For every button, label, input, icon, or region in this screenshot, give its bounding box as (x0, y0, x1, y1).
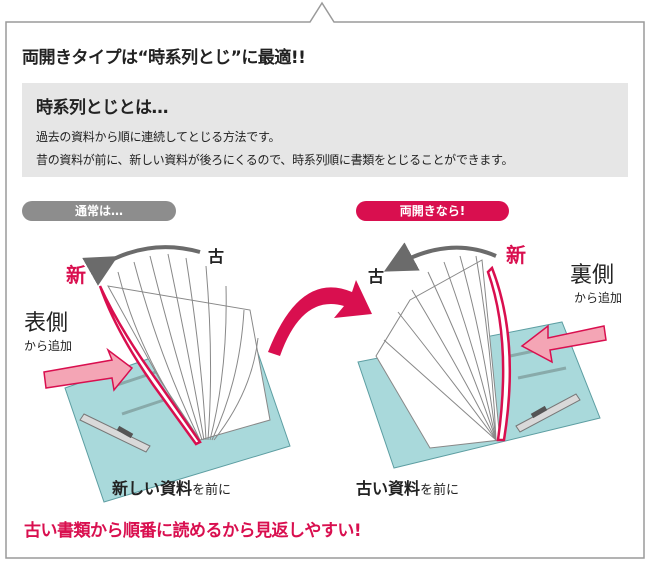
double-label-new: 新 (506, 243, 526, 267)
back-add-arrow (520, 324, 607, 364)
double-side-label: 裏側 (570, 263, 614, 288)
front-add-arrow (43, 347, 134, 392)
definition-box: 時系列とじとは… 過去の資料から順に連続してとじる方法です。 昔の資料が前に、新… (22, 83, 628, 177)
double-new-page (486, 265, 512, 442)
normal-binder-illustration (43, 245, 291, 503)
normal-caption: 新しい資料を前に (112, 475, 231, 499)
normal-page-flip-arrow (82, 245, 201, 286)
transition-arrow (268, 280, 372, 356)
normal-caption-rest: を前に (192, 483, 232, 498)
double-binder-illustration (357, 242, 607, 469)
normal-type-pill: 通常は… (22, 201, 176, 221)
conclusion-text: 古い書類から順番に読めるから見返しやすい! (24, 521, 362, 541)
normal-side-label: 表側 (24, 311, 68, 336)
normal-label-new: 新 (66, 263, 86, 287)
double-caption-rest: を前に (420, 483, 460, 498)
normal-new-page (98, 285, 202, 446)
double-side-sub: から追加 (574, 290, 622, 305)
double-pen (515, 393, 581, 433)
definition-line-1: 過去の資料から順に連続してとじる方法です。 (36, 130, 281, 144)
normal-label-old: 古 (208, 247, 224, 266)
double-page-flip-arrow (383, 242, 497, 272)
definition-heading: 時系列とじとは… (36, 98, 169, 118)
double-type-pill: 両開きなら! (356, 201, 509, 221)
double-caption: 古い資料を前に (356, 475, 459, 499)
double-caption-bold: 古い資料 (356, 479, 421, 498)
definition-line-2: 昔の資料が前に、新しい資料が後ろにくるので、時系列順に書類をとじることができます… (36, 153, 514, 167)
double-label-old: 古 (368, 267, 384, 286)
normal-side-sub: から追加 (24, 338, 72, 353)
main-title: 両開きタイプは“時系列とじ”に最適!! (22, 48, 306, 68)
normal-caption-bold: 新しい資料 (112, 479, 193, 498)
